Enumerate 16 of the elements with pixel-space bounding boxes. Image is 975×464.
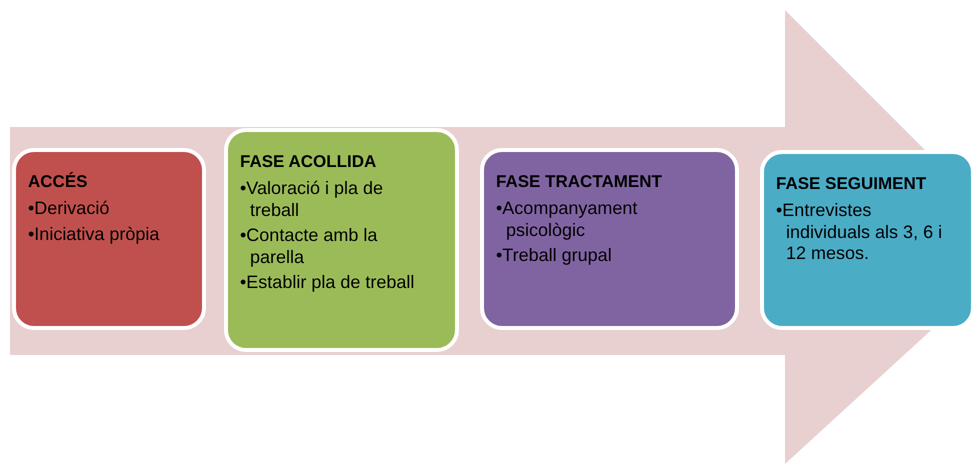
- bullet-item: •Entrevistes individuals als 3, 6 i 12 mesos.: [776, 200, 944, 265]
- phase-title: FASE TRACTAMENT: [496, 172, 663, 192]
- bullet-item: •Treball grupal: [496, 245, 613, 267]
- bullet-item: •Contacte amb la parella: [240, 225, 378, 268]
- phase-box: [480, 148, 739, 330]
- bullet-item: •Valoració i pla de treball: [240, 178, 384, 222]
- phase-title: ACCÉS: [28, 172, 89, 192]
- phase-title: FASE SEGUIMENT: [776, 174, 928, 194]
- bullet-item: •Acompanyament psicològic: [496, 198, 638, 242]
- phase-title: FASE ACOLLIDA: [240, 152, 378, 172]
- phase-box: [12, 148, 206, 330]
- phase-box: [760, 150, 975, 330]
- bullet-item: •Establir pla de treball: [240, 272, 416, 294]
- bullet-item: •Derivació: [28, 198, 110, 220]
- phase-box: [224, 128, 459, 352]
- bullet-item: •Iniciativa pròpia: [28, 224, 160, 246]
